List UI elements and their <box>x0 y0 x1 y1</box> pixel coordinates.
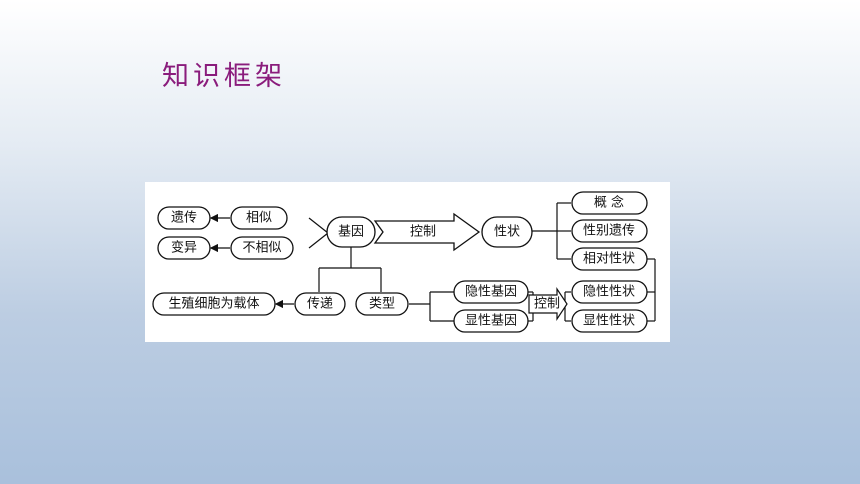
svg-text:变异: 变异 <box>171 240 197 256</box>
control-arrow: 控制 <box>373 212 481 252</box>
svg-text:生殖细胞为载体: 生殖细胞为载体 <box>168 296 259 312</box>
node-not-similar: 不相似 <box>230 236 294 260</box>
svg-text:基因: 基因 <box>338 225 364 240</box>
node-transmission: 传递 <box>294 292 346 316</box>
page-title: 知识框架 <box>162 61 286 92</box>
svg-text:控制: 控制 <box>410 225 436 240</box>
node-carrier: 生殖细胞为载体 <box>152 292 276 316</box>
node-gene: 基因 <box>326 216 376 248</box>
svg-text:类型: 类型 <box>369 297 395 312</box>
node-heredity: 遗传 <box>157 206 211 230</box>
svg-text:性状: 性状 <box>494 225 520 240</box>
svg-text:隐性性状: 隐性性状 <box>583 285 635 300</box>
node-similar: 相似 <box>230 206 288 230</box>
svg-text:概 念: 概 念 <box>594 195 624 211</box>
node-relative-trait: 相对性状 <box>571 247 648 271</box>
diagram-canvas: 控制 控制 基因 遗传 相似 变异 不相似 <box>152 191 656 333</box>
node-dominant-trait: 显性性状 <box>571 309 648 333</box>
node-sex-linked: 性别遗传 <box>571 219 648 243</box>
svg-text:相似: 相似 <box>246 211 272 226</box>
control2-arrow: 控制 <box>528 287 568 321</box>
node-types: 类型 <box>355 292 409 316</box>
node-trait: 性状 <box>481 216 533 248</box>
svg-text:相对性状: 相对性状 <box>583 252 635 267</box>
knowledge-framework-diagram: 控制 控制 基因 遗传 相似 变异 不相似 <box>145 182 670 342</box>
svg-text:隐性基因: 隐性基因 <box>465 285 517 300</box>
node-dominant-gene: 显性基因 <box>453 309 529 333</box>
svg-text:性别遗传: 性别遗传 <box>583 224 635 239</box>
svg-text:显性基因: 显性基因 <box>465 314 517 329</box>
svg-text:控制: 控制 <box>534 297 560 312</box>
svg-text:显性性状: 显性性状 <box>583 314 635 329</box>
node-recessive-gene: 隐性基因 <box>453 280 529 304</box>
node-variation: 变异 <box>157 236 211 260</box>
svg-text:传递: 传递 <box>307 297 333 312</box>
svg-text:不相似: 不相似 <box>242 241 281 256</box>
connectors <box>209 202 656 322</box>
node-recessive-trait: 隐性性状 <box>571 280 648 304</box>
svg-text:遗传: 遗传 <box>171 211 197 226</box>
node-concept: 概 念 <box>571 191 648 215</box>
